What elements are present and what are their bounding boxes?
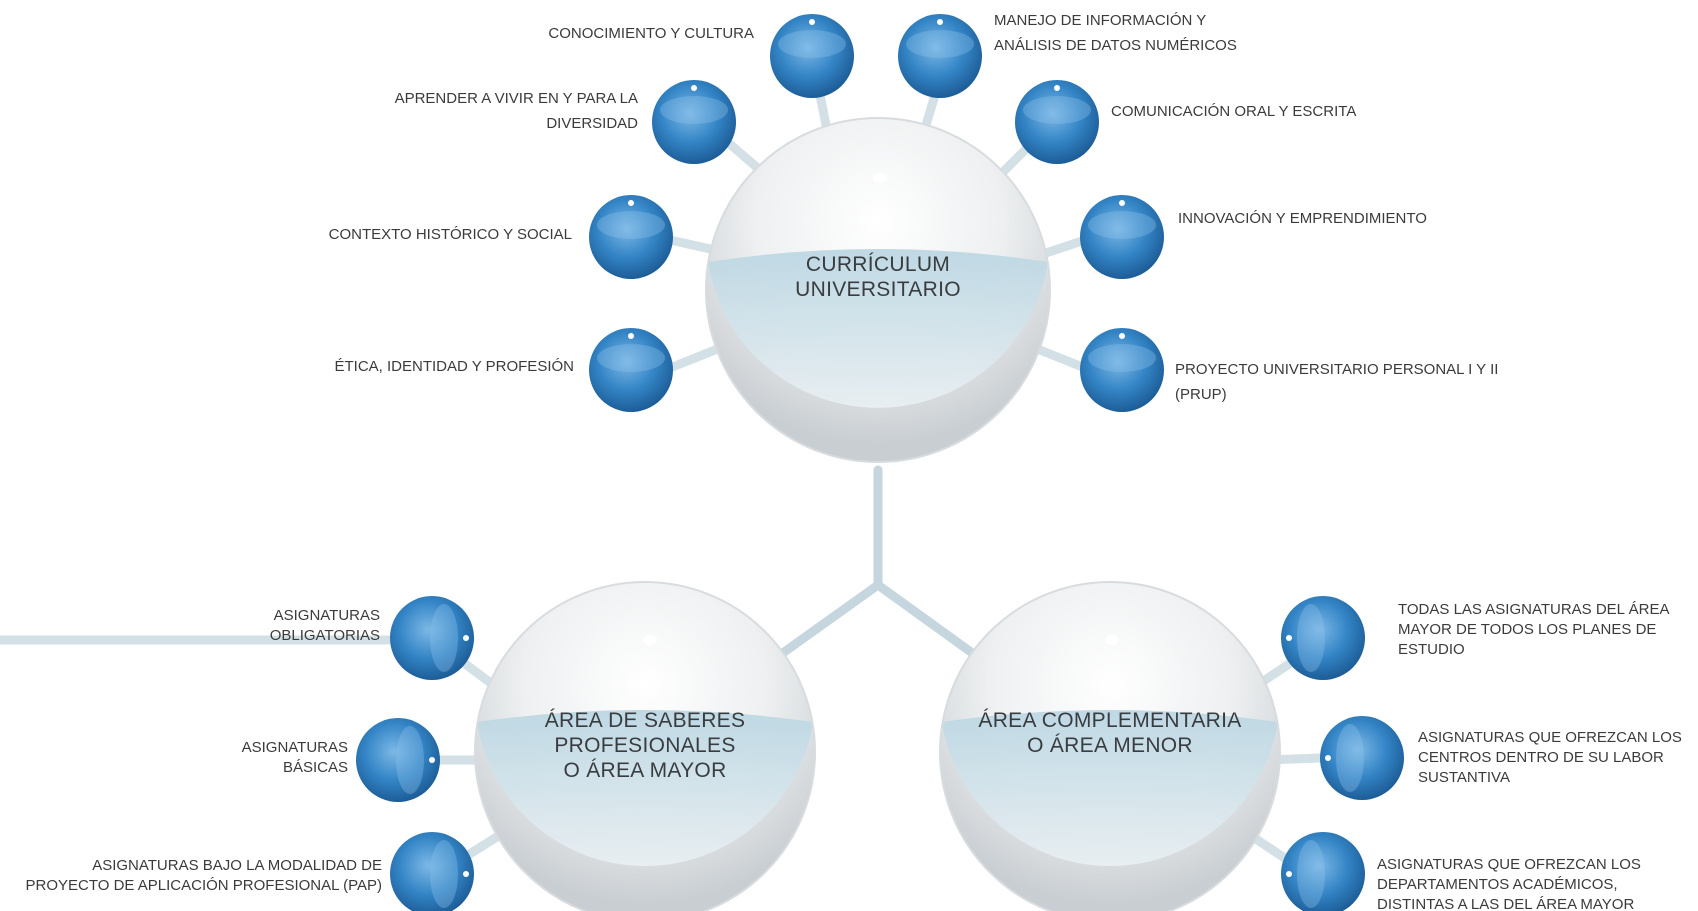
node-aprender-diversidad bbox=[652, 80, 736, 164]
label-basicas: ASIGNATURAS BÁSICAS bbox=[241, 739, 348, 776]
node-basicas bbox=[356, 718, 440, 802]
node-obligatorias bbox=[390, 596, 474, 680]
label-manejo-informacion: MANEJO DE INFORMACIÓN Y ANÁLISIS DE DATO… bbox=[994, 12, 1237, 54]
node-manejo-informacion bbox=[898, 14, 982, 98]
menor-node-spheres bbox=[1281, 596, 1404, 911]
connector-junction-menor bbox=[873, 580, 980, 660]
hub-label-curriculum: CURRÍCULUM UNIVERSITARIO bbox=[795, 253, 961, 301]
node-todas-asignaturas bbox=[1281, 596, 1365, 680]
label-comunicacion: COMUNICACIÓN ORAL Y ESCRITA bbox=[1111, 103, 1357, 120]
node-proyecto-prup bbox=[1080, 328, 1164, 412]
label-centros: ASIGNATURAS QUE OFREZCAN LOS CENTROS DEN… bbox=[1418, 729, 1682, 786]
label-todas-asignaturas: TODAS LAS ASIGNATURAS DEL ÁREA MAYOR DE … bbox=[1398, 601, 1670, 658]
hub-area-mayor bbox=[474, 581, 816, 911]
label-etica: ÉTICA, IDENTIDAD Y PROFESIÓN bbox=[334, 358, 575, 375]
label-obligatorias: ASIGNATURAS OBLIGATORIAS bbox=[269, 607, 380, 644]
label-aprender-diversidad: APRENDER A VIVIR EN Y PARA LA DIVERSIDAD bbox=[394, 90, 638, 132]
hub-area-menor bbox=[939, 581, 1281, 911]
node-pap bbox=[390, 832, 474, 911]
hub-connectors bbox=[775, 465, 980, 660]
label-contexto-historico: CONTEXTO HISTÓRICO Y SOCIAL bbox=[328, 226, 572, 243]
node-innovacion bbox=[1080, 195, 1164, 279]
label-innovacion: INNOVACIÓN Y EMPRENDIMIENTO bbox=[1178, 210, 1427, 227]
node-etica bbox=[589, 328, 673, 412]
node-conocimiento-y-cultura bbox=[770, 14, 854, 98]
label-pap: ASIGNATURAS BAJO LA MODALIDAD DE PROYECT… bbox=[25, 857, 382, 894]
label-proyecto-prup: PROYECTO UNIVERSITARIO PERSONAL I Y II (… bbox=[1175, 361, 1499, 403]
mayor-node-spheres bbox=[356, 596, 474, 911]
node-centros bbox=[1320, 716, 1404, 800]
hub-curriculum bbox=[705, 117, 1051, 463]
label-departamentos: ASIGNATURAS QUE OFREZCAN LOS DEPARTAMENT… bbox=[1377, 856, 1641, 911]
node-departamentos bbox=[1281, 832, 1365, 911]
node-contexto-historico bbox=[589, 195, 673, 279]
label-conocimiento-y-cultura: CONOCIMIENTO Y CULTURA bbox=[548, 25, 754, 42]
curriculum-node-spheres bbox=[589, 14, 1164, 412]
hub-label-area-menor: ÁREA COMPLEMENTARIA O ÁREA MENOR bbox=[978, 709, 1242, 757]
connector-junction-mayor bbox=[775, 580, 883, 660]
hub-label-area-mayor: ÁREA DE SABERES PROFESIONALES O ÁREA MAY… bbox=[544, 709, 746, 782]
node-comunicacion bbox=[1015, 80, 1099, 164]
